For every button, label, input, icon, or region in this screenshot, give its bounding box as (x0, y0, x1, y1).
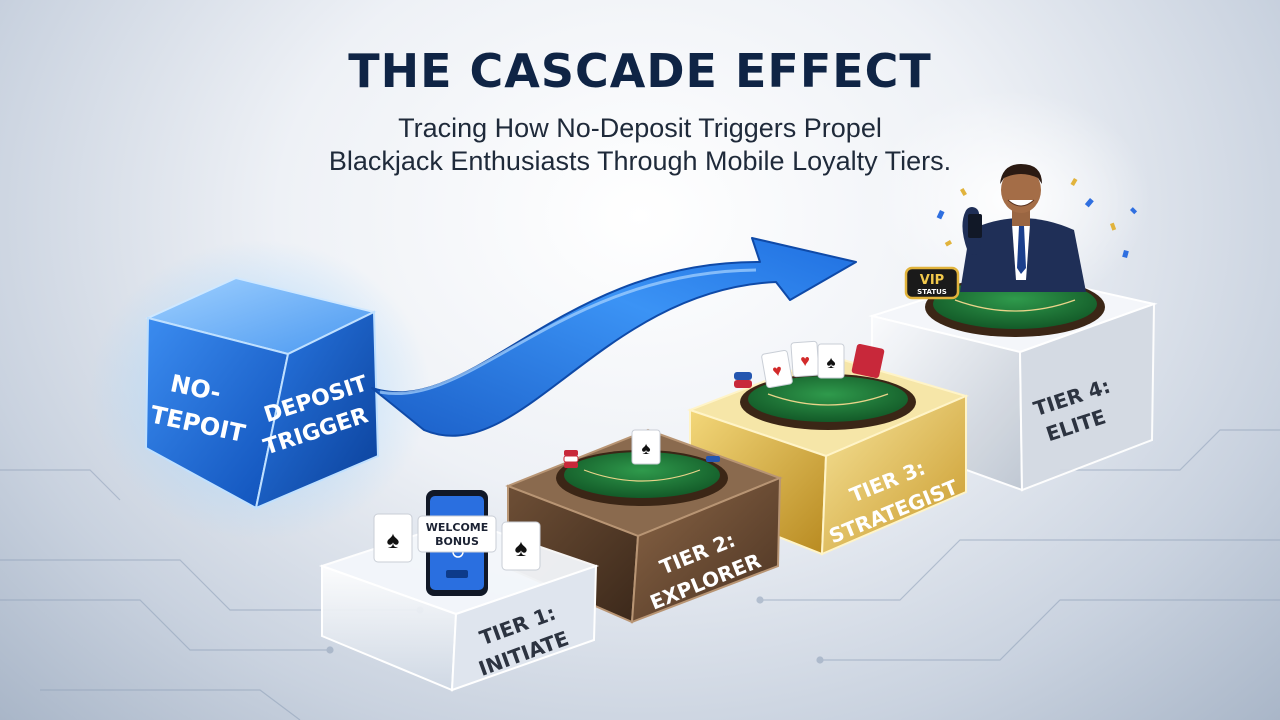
subtitle-line-1: Tracing How No-Deposit Triggers Propel (398, 113, 882, 143)
vip-badge-line1: VIP (920, 273, 944, 288)
svg-text:♥: ♥ (771, 362, 783, 380)
welcome-bonus-line1: WELCOME (426, 521, 489, 534)
vip-badge-icon: VIP STATUS (904, 266, 960, 300)
welcome-bonus-line2: BONUS (435, 535, 479, 548)
svg-text:♠: ♠ (641, 439, 650, 458)
page-subtitle: Tracing How No-Deposit Triggers Propel B… (0, 112, 1280, 178)
no-deposit-trigger-cube: NO- TEPOIT DEPOSIT TRIGGER (90, 240, 430, 540)
spade-card-icon (373, 513, 413, 563)
svg-text:♠: ♠ (387, 527, 400, 554)
svg-text:♥: ♥ (800, 353, 810, 370)
chip-stack-icon (563, 450, 720, 468)
spade-card-icon (501, 521, 541, 571)
subtitle-line-2: Blackjack Enthusiasts Through Mobile Loy… (328, 146, 952, 176)
svg-text:♠: ♠ (515, 535, 528, 562)
heart-card-icon (761, 349, 793, 389)
circuit-background (0, 429, 1280, 720)
confetti-icon (936, 178, 1138, 259)
tier-3-cards: ♥ ♥ ♠ (734, 340, 885, 389)
welcome-bonus-card: WELCOME BONUS (417, 515, 497, 553)
svg-text:♠: ♠ (826, 353, 835, 372)
smartphone-icon (968, 214, 982, 238)
tier-4-elite-block: TIER 4: ELITE VIP STATUS (868, 90, 1158, 492)
spade-card-icon (817, 343, 845, 379)
cascade-arrow (371, 237, 857, 437)
page-title: THE CASCADE EFFECT (348, 44, 932, 98)
tier-1-initiate-block: TIER 1: INITIATE WELCOME BONUS ♠ ♠ (318, 490, 600, 692)
vip-player-figure (960, 164, 1086, 292)
vip-badge-line2: STATUS (917, 288, 947, 296)
